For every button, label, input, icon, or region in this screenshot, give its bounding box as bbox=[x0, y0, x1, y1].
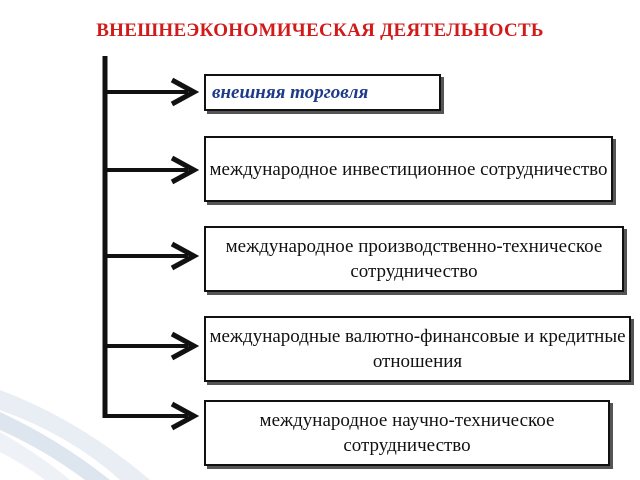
arrow-icon bbox=[105, 331, 200, 361]
activity-box-investment: международное инвестиционное сотрудничес… bbox=[204, 136, 613, 202]
arrow-icon bbox=[105, 155, 200, 185]
activity-label: внешняя торговля bbox=[212, 82, 369, 103]
activity-box-foreign-trade: внешняя торговля bbox=[204, 74, 441, 111]
activity-label: международное производственно-техническо… bbox=[225, 236, 603, 282]
diagram-title: ВНЕШНЕЭКОНОМИЧЕСКАЯ ДЕЯТЕЛЬНОСТЬ bbox=[96, 20, 544, 41]
arrow-icon bbox=[105, 401, 200, 431]
decorative-wave-icon bbox=[0, 390, 150, 480]
arrow-icon bbox=[105, 241, 200, 271]
activity-box-production-technical: международное производственно-техническо… bbox=[204, 226, 624, 292]
activity-box-scientific-technical: международное научно-техническое сотрудн… bbox=[204, 400, 610, 466]
activity-box-currency-financial: международные валютно-финансовые и креди… bbox=[204, 316, 631, 382]
activity-label: международное научно-техническое сотрудн… bbox=[259, 410, 555, 456]
arrow-icon bbox=[105, 77, 200, 107]
activity-label: международные валютно-финансовые и креди… bbox=[209, 326, 626, 372]
activity-label: международное инвестиционное сотрудничес… bbox=[209, 158, 608, 180]
